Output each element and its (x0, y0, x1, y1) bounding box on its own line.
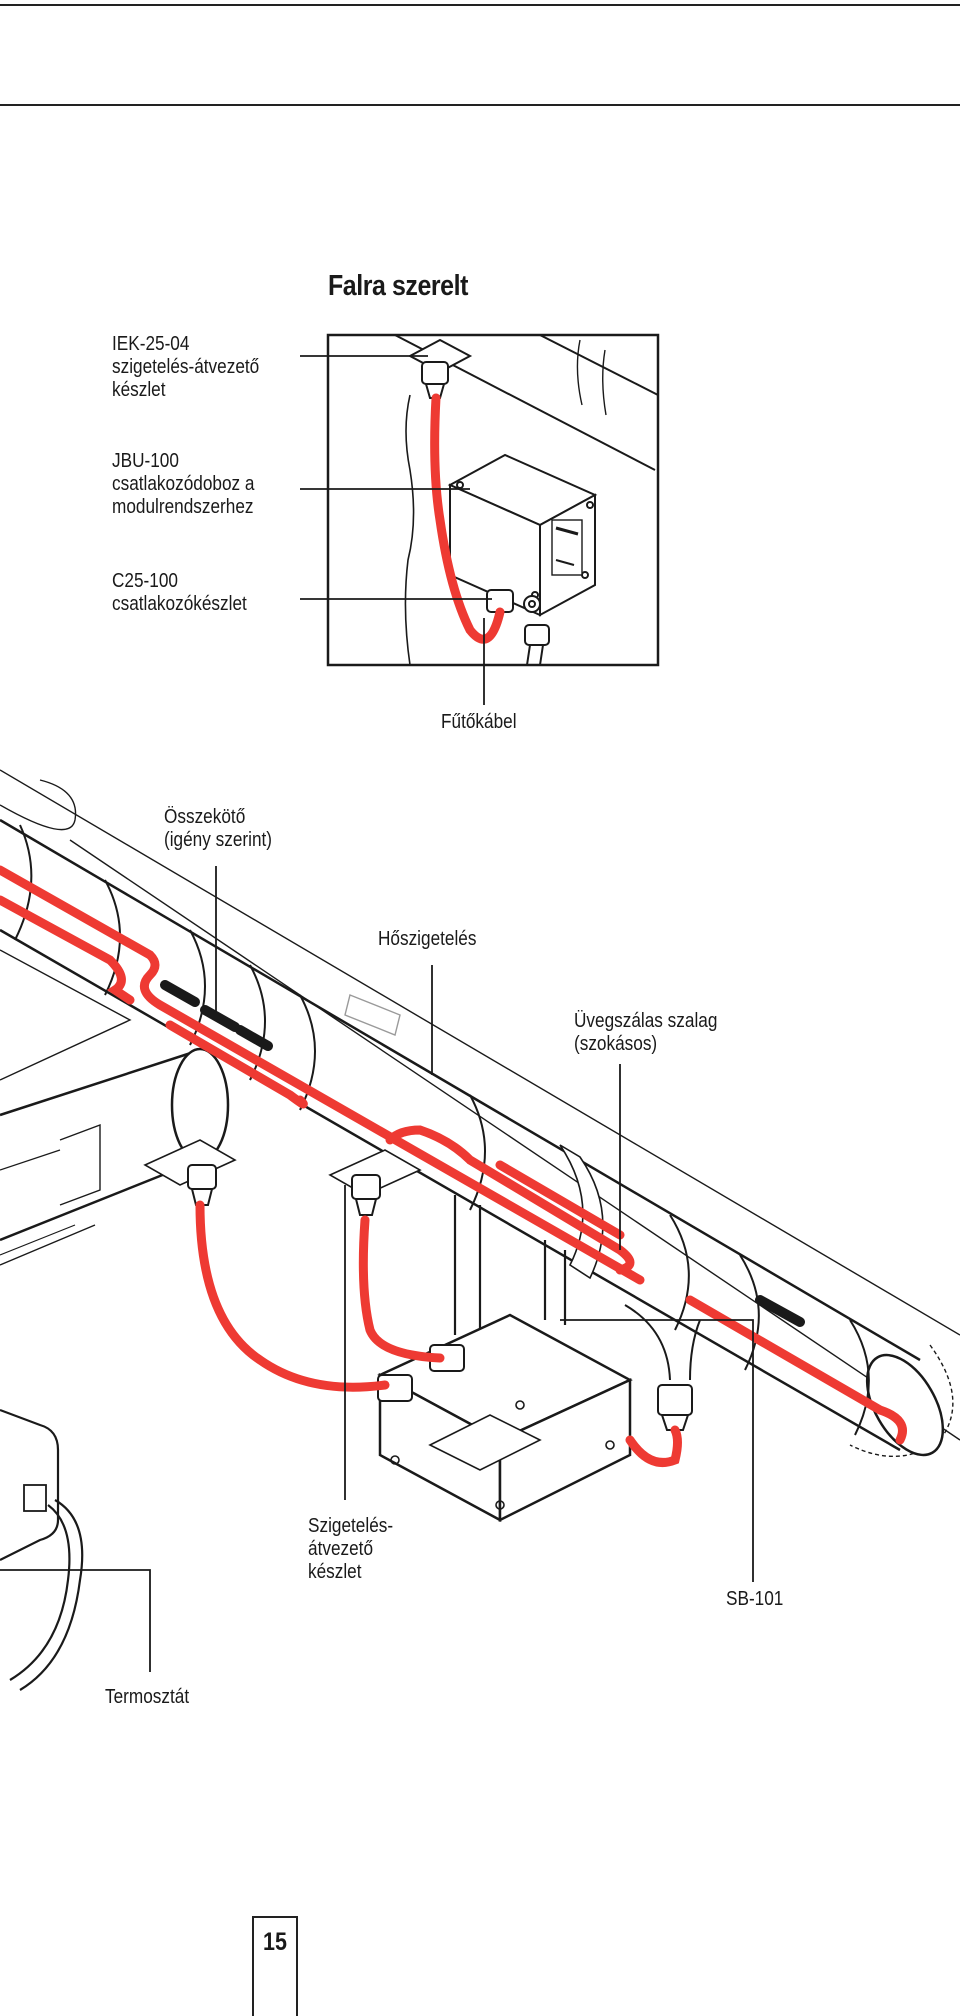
label-thermostat: Termosztát (105, 1686, 190, 1708)
page-number-box: 15 (252, 1916, 298, 2016)
heating-cable-inset (430, 393, 505, 644)
page-number: 15 (263, 1928, 287, 1956)
pipe-label-tag (344, 994, 401, 1036)
pipe-system (0, 769, 960, 1691)
label-entry-kit: Szigetelés- átvezető készlet (308, 1515, 394, 1583)
inset-leader-lines (300, 355, 492, 705)
label-heating-cable: Fűtőkábel (441, 711, 517, 733)
label-insulation: Hőszigetelés (378, 928, 477, 950)
label-sb-101: SB-101 (726, 1588, 784, 1610)
splice-black (160, 980, 805, 1327)
label-jbu-100: JBU-100 csatlakozódoboz a modulrendszerh… (112, 450, 255, 518)
label-splice: Összekötő (igény szerint) (164, 806, 273, 851)
pipe-leader-lines (0, 866, 754, 1672)
heating-cable-pipe (0, 865, 907, 1467)
header-rule (0, 104, 960, 106)
section-title: Falra szerelt (328, 270, 468, 302)
label-iek-25-04: IEK-25-04 szigetelés-átvezető készlet (112, 333, 260, 401)
label-glass-tape: Üvegszálas szalag (szokásos) (574, 1010, 718, 1055)
label-c25-100: C25-100 csatlakozókészlet (112, 570, 247, 615)
top-rule (0, 4, 960, 6)
wall-mount-inset (326, 333, 660, 667)
